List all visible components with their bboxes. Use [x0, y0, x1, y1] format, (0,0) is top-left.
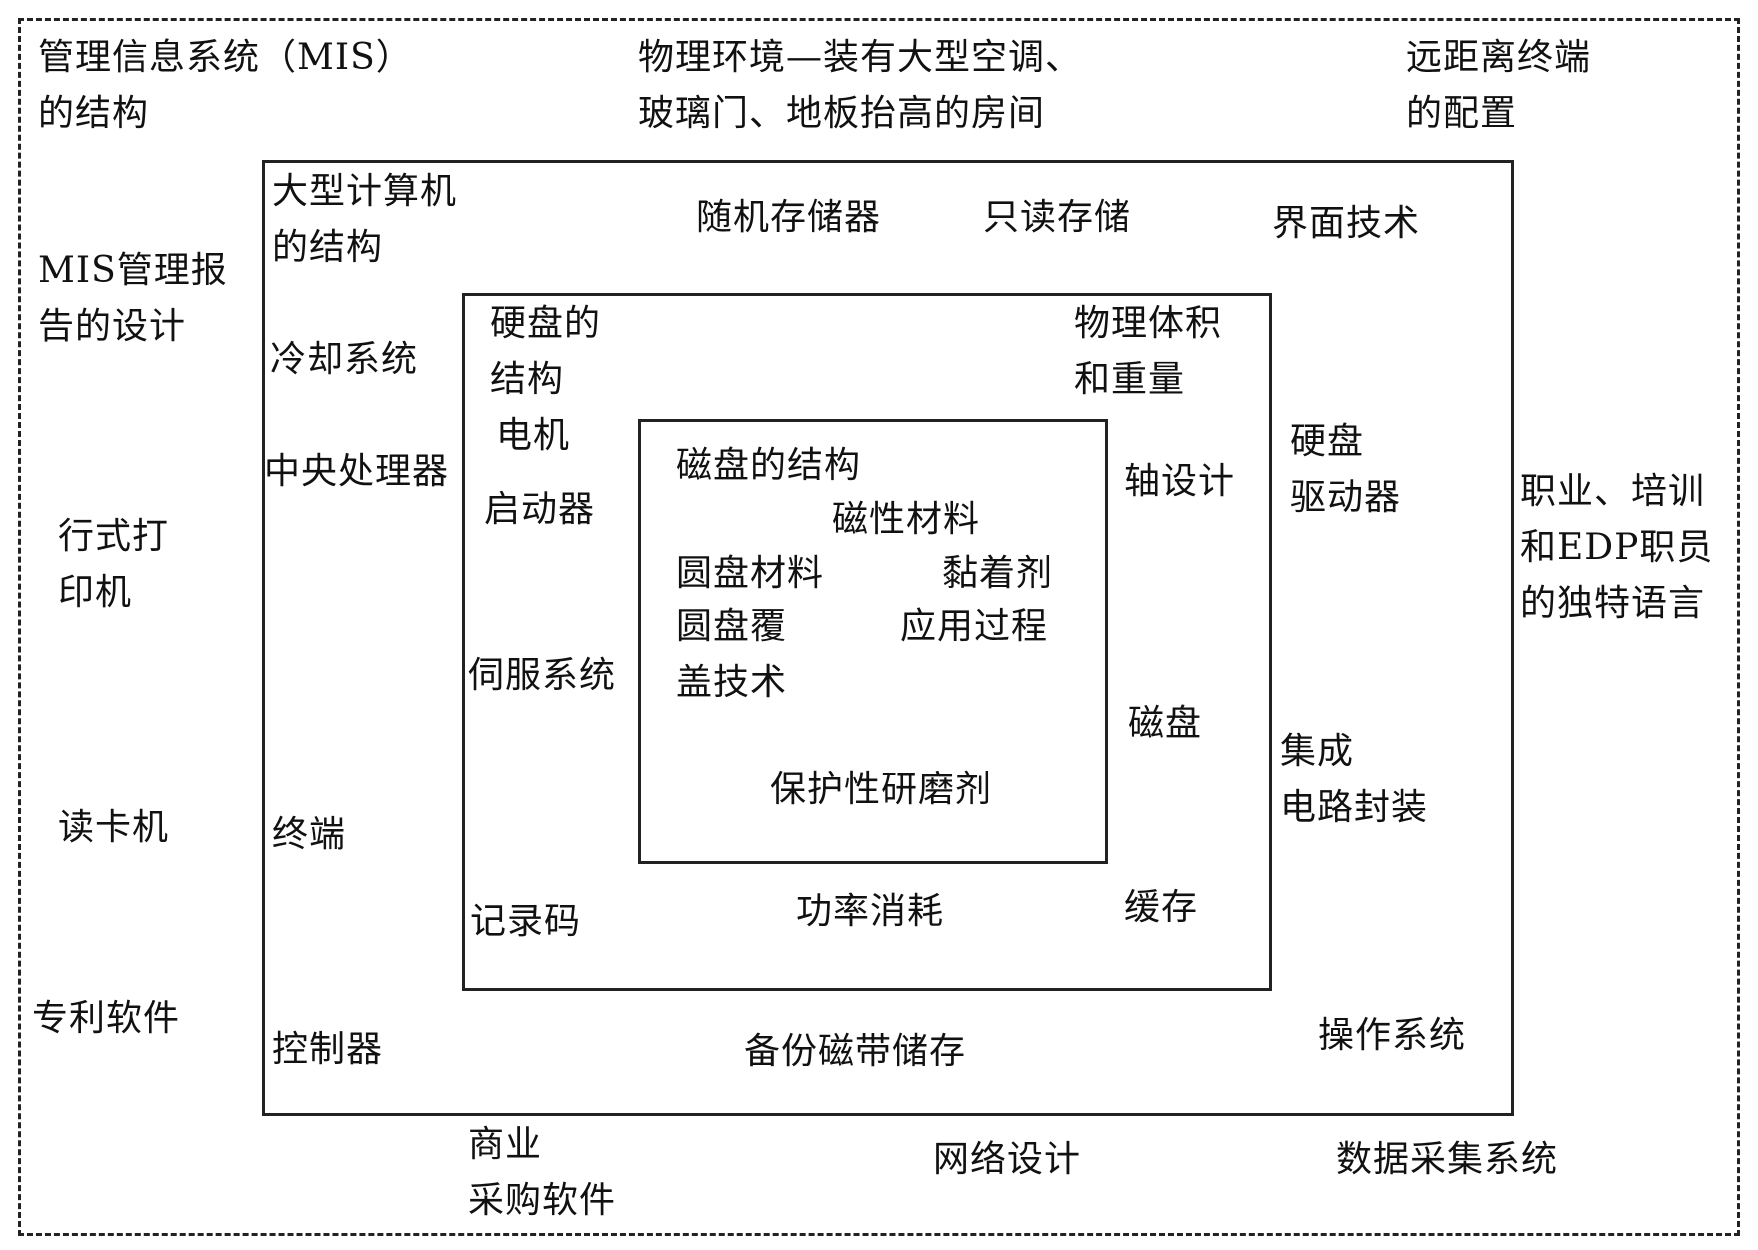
label-servo-system: 伺服系统	[468, 655, 617, 696]
label-patent-software: 专利软件	[32, 998, 181, 1039]
label-ic-packaging: 集成 电路封装	[1280, 731, 1429, 828]
label-card-reader: 读卡机	[58, 807, 170, 848]
label-mainframe-structure: 大型计算机 的结构	[272, 171, 458, 268]
label-cooling-system: 冷却系统	[270, 339, 419, 380]
label-line-printer: 行式打 印机	[58, 516, 170, 613]
label-volume-weight: 物理体积 和重量	[1074, 303, 1223, 400]
hard-disk-box	[462, 293, 1272, 991]
label-tape-backup: 备份磁带储存	[744, 1031, 967, 1072]
label-protective-abrasive: 保护性研磨剂	[770, 769, 993, 810]
label-interface-technology: 界面技术	[1272, 203, 1421, 244]
label-disk-structure: 磁盘的结构	[676, 445, 862, 486]
label-physical-environment: 物理环境—装有大型空调、 玻璃门、地板抬高的房间	[638, 37, 1083, 134]
label-motor: 电机	[496, 415, 571, 456]
label-disc-material: 圆盘材料	[676, 553, 825, 594]
label-disk-drive: 硬盘 驱动器	[1290, 421, 1402, 518]
label-commercial-software: 商业 采购软件	[468, 1124, 617, 1221]
disk-core-box	[638, 419, 1108, 864]
label-disk: 磁盘	[1128, 703, 1203, 744]
label-career-training: 职业、培训 和EDP职员 的独特语言	[1520, 471, 1714, 624]
label-record-code: 记录码	[470, 901, 582, 942]
label-terminal: 终端	[272, 814, 347, 855]
outer-dashed-boundary	[18, 18, 1740, 1236]
label-starter: 启动器	[484, 489, 596, 530]
label-rom: 只读存储	[983, 197, 1132, 238]
label-ram: 随机存储器	[696, 197, 882, 238]
label-power-consumption: 功率消耗	[796, 891, 945, 932]
mainframe-box	[262, 160, 1514, 1116]
label-mis-structure: 管理信息系统（MIS） 的结构	[38, 37, 413, 134]
label-cache: 缓存	[1124, 887, 1199, 928]
label-axis-design: 轴设计	[1124, 461, 1236, 502]
label-disc-cover-tech: 圆盘覆 盖技术	[676, 606, 788, 703]
label-network-design: 网络设计	[933, 1139, 1082, 1180]
label-adhesive: 黏着剂	[942, 553, 1054, 594]
label-data-acquisition: 数据采集系统	[1336, 1139, 1559, 1180]
label-mis-report-design: MIS管理报 告的设计	[38, 250, 228, 347]
label-controller: 控制器	[272, 1029, 384, 1070]
label-remote-terminal: 远距离终端 的配置	[1406, 37, 1592, 134]
label-hdd-structure: 硬盘的 结构	[490, 303, 602, 400]
label-magnetic-material: 磁性材料	[832, 499, 981, 540]
label-cpu: 中央处理器	[264, 451, 450, 492]
label-application-process: 应用过程	[900, 606, 1049, 647]
label-operating-system: 操作系统	[1318, 1015, 1467, 1056]
